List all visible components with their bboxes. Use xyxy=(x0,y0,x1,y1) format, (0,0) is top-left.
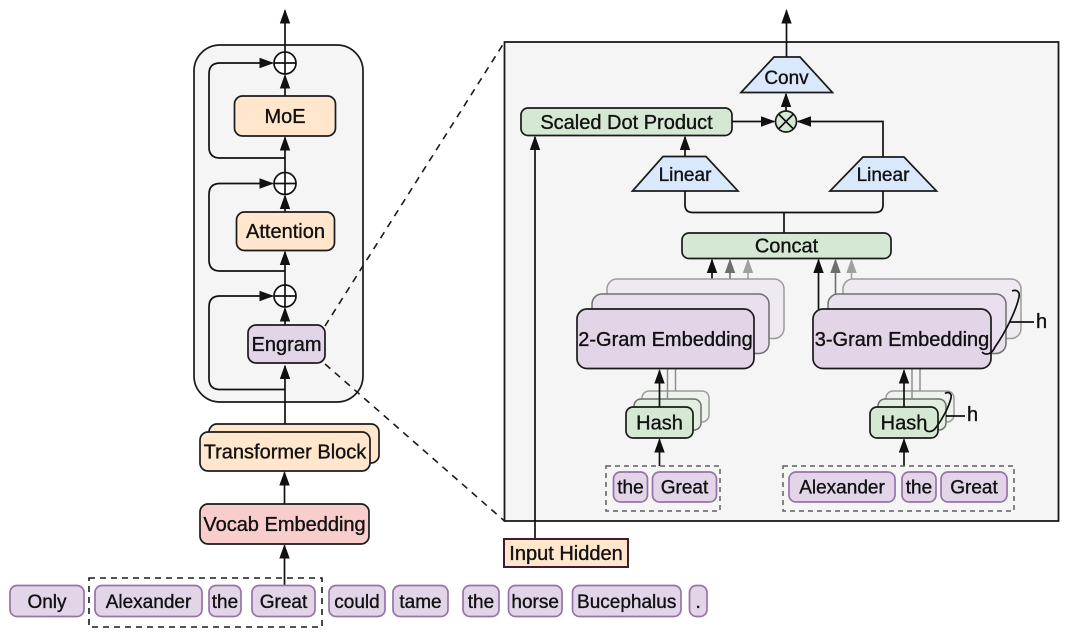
svg-text:3-Gram Embedding: 3-Gram Embedding xyxy=(815,329,990,351)
svg-text:Vocab Embedding: Vocab Embedding xyxy=(203,514,365,536)
svg-text:Hash: Hash xyxy=(881,413,928,435)
svg-text:the: the xyxy=(212,592,238,613)
svg-text:Alexander: Alexander xyxy=(106,592,192,613)
svg-text:Input Hidden: Input Hidden xyxy=(509,543,622,565)
svg-text:Great: Great xyxy=(950,478,998,499)
svg-text:h: h xyxy=(967,404,978,426)
svg-text:2-Gram Embedding: 2-Gram Embedding xyxy=(578,329,753,351)
svg-text:horse: horse xyxy=(511,592,559,613)
svg-text:Great: Great xyxy=(661,478,709,499)
svg-text:the: the xyxy=(617,478,643,499)
svg-text:tame: tame xyxy=(399,592,441,613)
svg-text:Alexander: Alexander xyxy=(799,478,885,499)
svg-text:Great: Great xyxy=(260,592,308,613)
svg-text:Engram: Engram xyxy=(251,334,321,356)
svg-text:h: h xyxy=(1036,311,1047,333)
svg-text:.: . xyxy=(696,592,701,613)
svg-text:Bucephalus: Bucephalus xyxy=(577,592,676,613)
svg-text:Concat: Concat xyxy=(755,236,819,258)
svg-text:MoE: MoE xyxy=(264,106,305,128)
svg-text:the: the xyxy=(906,478,932,499)
svg-text:Linear: Linear xyxy=(659,165,712,186)
svg-text:Only: Only xyxy=(27,592,67,613)
svg-text:could: could xyxy=(334,592,379,613)
svg-text:Hash: Hash xyxy=(636,413,683,435)
svg-text:Transformer Block: Transformer Block xyxy=(204,442,368,464)
svg-text:Conv: Conv xyxy=(764,68,809,89)
svg-text:Scaled Dot Product: Scaled Dot Product xyxy=(540,112,713,134)
svg-text:Linear: Linear xyxy=(857,165,910,186)
svg-text:the: the xyxy=(468,592,494,613)
svg-text:Attention: Attention xyxy=(246,221,325,243)
